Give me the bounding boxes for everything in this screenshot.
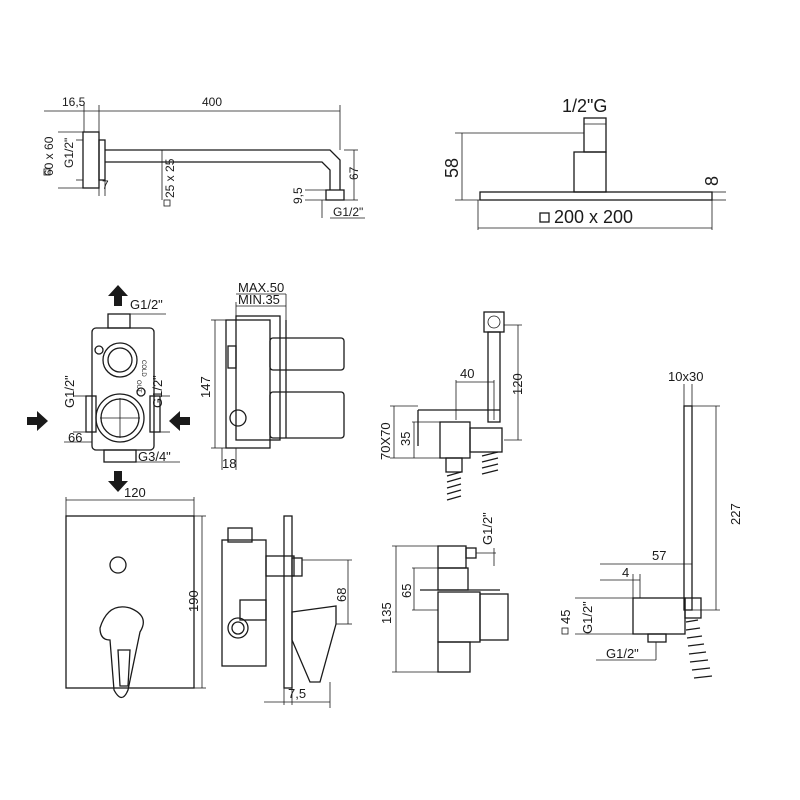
dim-147: 147 bbox=[198, 376, 213, 398]
holder-stem bbox=[487, 331, 501, 423]
dim-35: 35 bbox=[398, 432, 413, 446]
plate-side-panel bbox=[283, 515, 293, 689]
dim-65: 65 bbox=[399, 584, 414, 598]
outlet-side-body bbox=[437, 591, 481, 643]
diverter-knob bbox=[291, 557, 303, 577]
dim-9-5: 9,5 bbox=[291, 187, 305, 204]
head-plate bbox=[479, 191, 713, 201]
dim-57: 57 bbox=[652, 548, 666, 563]
arm-tube-bottom bbox=[105, 161, 331, 190]
valve-upper-port bbox=[102, 342, 138, 378]
dim-400: 400 bbox=[202, 95, 222, 109]
plate-side-lever bbox=[291, 605, 337, 683]
dim-190: 190 bbox=[186, 590, 201, 612]
arm-end-connector bbox=[325, 189, 345, 201]
shower-arm-view: 16,5 400 60 x 60 G1/2" 7 25 x 25 9,5 67 … bbox=[42, 95, 365, 219]
mixer-lever bbox=[99, 606, 144, 699]
hand-shower-body bbox=[683, 405, 693, 611]
dim-120-plate: 120 bbox=[124, 485, 146, 500]
cover-plate-side-view: 68 7,5 bbox=[221, 515, 352, 708]
square-symbol-icon bbox=[43, 168, 51, 176]
dim-135: 135 bbox=[379, 602, 394, 624]
outlet-top-connector bbox=[437, 545, 467, 569]
valve-right-inlet bbox=[149, 395, 161, 433]
dim-68: 68 bbox=[334, 588, 349, 602]
arm-tube-top bbox=[105, 149, 341, 190]
square-symbol-icon bbox=[561, 627, 569, 635]
hose-coil bbox=[685, 619, 713, 679]
shower-head-view: 1/2"G 58 8 200 x 200 bbox=[442, 96, 726, 230]
dim-67: 67 bbox=[347, 166, 361, 180]
hose-thread-left bbox=[446, 471, 462, 501]
head-thread-label: 1/2"G bbox=[562, 96, 607, 116]
valve-left-inlet bbox=[85, 395, 97, 433]
diverter-button bbox=[109, 556, 127, 574]
dim-40: 40 bbox=[460, 366, 474, 381]
hose-thread-right bbox=[481, 451, 499, 475]
hand-shower-bracket bbox=[632, 597, 686, 635]
valve-cartridge-lower bbox=[269, 391, 345, 439]
dim-4: 4 bbox=[622, 565, 629, 580]
arrow-up-icon bbox=[108, 285, 128, 306]
arrow-left-icon bbox=[169, 411, 190, 431]
dim-10x30: 10x30 bbox=[668, 369, 703, 384]
dim-25x25: 25 x 25 bbox=[163, 158, 177, 198]
thread-wall-label: G1/2" bbox=[62, 138, 76, 168]
dim-7: 7 bbox=[102, 178, 109, 192]
square-symbol-icon bbox=[163, 199, 171, 207]
wall-outlet-side-view: G1/2" 65 135 bbox=[379, 512, 509, 673]
valve-side-box bbox=[225, 319, 271, 449]
dim-58: 58 bbox=[442, 158, 462, 178]
hand-shower-view: 10x30 227 57 4 45 G1/2" G1/2" bbox=[558, 369, 743, 679]
valve-lower-port bbox=[95, 393, 145, 443]
hand-thread-bottom-label: G1/2" bbox=[606, 646, 639, 661]
outlet-holder-connector bbox=[469, 427, 503, 453]
dim-120-holder: 120 bbox=[510, 373, 525, 395]
dim-8: 8 bbox=[702, 176, 722, 186]
svg-text:COLD: COLD bbox=[140, 360, 146, 377]
dim-227: 227 bbox=[728, 503, 743, 525]
valve-bottom-nipple bbox=[103, 449, 137, 463]
valve-in-right-label: G1/2" bbox=[150, 375, 165, 408]
arm-wall-flange bbox=[82, 131, 100, 189]
plate-side-port bbox=[227, 617, 249, 639]
arm-flange-step bbox=[98, 139, 106, 181]
valve-min-label: MIN.35 bbox=[238, 292, 280, 307]
valve-side-port bbox=[229, 409, 247, 427]
valve-cartridge-upper bbox=[269, 337, 345, 371]
square-symbol-icon bbox=[539, 212, 550, 223]
outlet-holder bbox=[479, 593, 509, 641]
thread-end-label: G1/2" bbox=[333, 205, 363, 219]
cover-plate-front-view: 120 190 bbox=[65, 485, 206, 699]
valve-body-front-view: COLD OUT G1/2" G1/2" G1/2" 66 G3/4" bbox=[27, 285, 190, 492]
head-size-label: 200 x 200 bbox=[554, 207, 633, 227]
dim-7-5: 7,5 bbox=[288, 686, 306, 701]
head-connector bbox=[583, 117, 607, 153]
holder-head bbox=[483, 311, 505, 333]
arrow-right-icon bbox=[27, 411, 48, 431]
cover-plate-outline bbox=[65, 515, 195, 689]
outlet-body bbox=[439, 421, 471, 459]
dim-16-5: 16,5 bbox=[62, 95, 86, 109]
head-joint bbox=[573, 151, 607, 193]
hand-thread-side-label: G1/2" bbox=[580, 601, 595, 634]
dim-70x70: 70X70 bbox=[378, 422, 393, 460]
dim-60x60: 60 x 60 bbox=[42, 136, 56, 176]
dim-45: 45 bbox=[558, 610, 573, 624]
outlet-bottom-body bbox=[437, 641, 471, 673]
outlet-thread-label: G1/2" bbox=[480, 512, 495, 545]
valve-in-left-label: G1/2" bbox=[62, 375, 77, 408]
valve-out-top-label: G1/2" bbox=[130, 297, 163, 312]
dim-66: 66 bbox=[68, 430, 82, 445]
valve-top-nipple bbox=[107, 313, 131, 329]
arrow-down-icon bbox=[108, 471, 128, 492]
plate-side-body bbox=[221, 539, 267, 667]
wall-outlet-top-view: 40 120 70X70 35 bbox=[378, 311, 525, 501]
valve-side-view: MAX.50 MIN.35 147 18 bbox=[198, 280, 345, 471]
valve-max-label: MAX.50 bbox=[238, 280, 284, 295]
valve-out-bottom-label: G3/4" bbox=[138, 449, 171, 464]
dim-18: 18 bbox=[222, 456, 236, 471]
svg-text:OUT: OUT bbox=[135, 380, 141, 393]
